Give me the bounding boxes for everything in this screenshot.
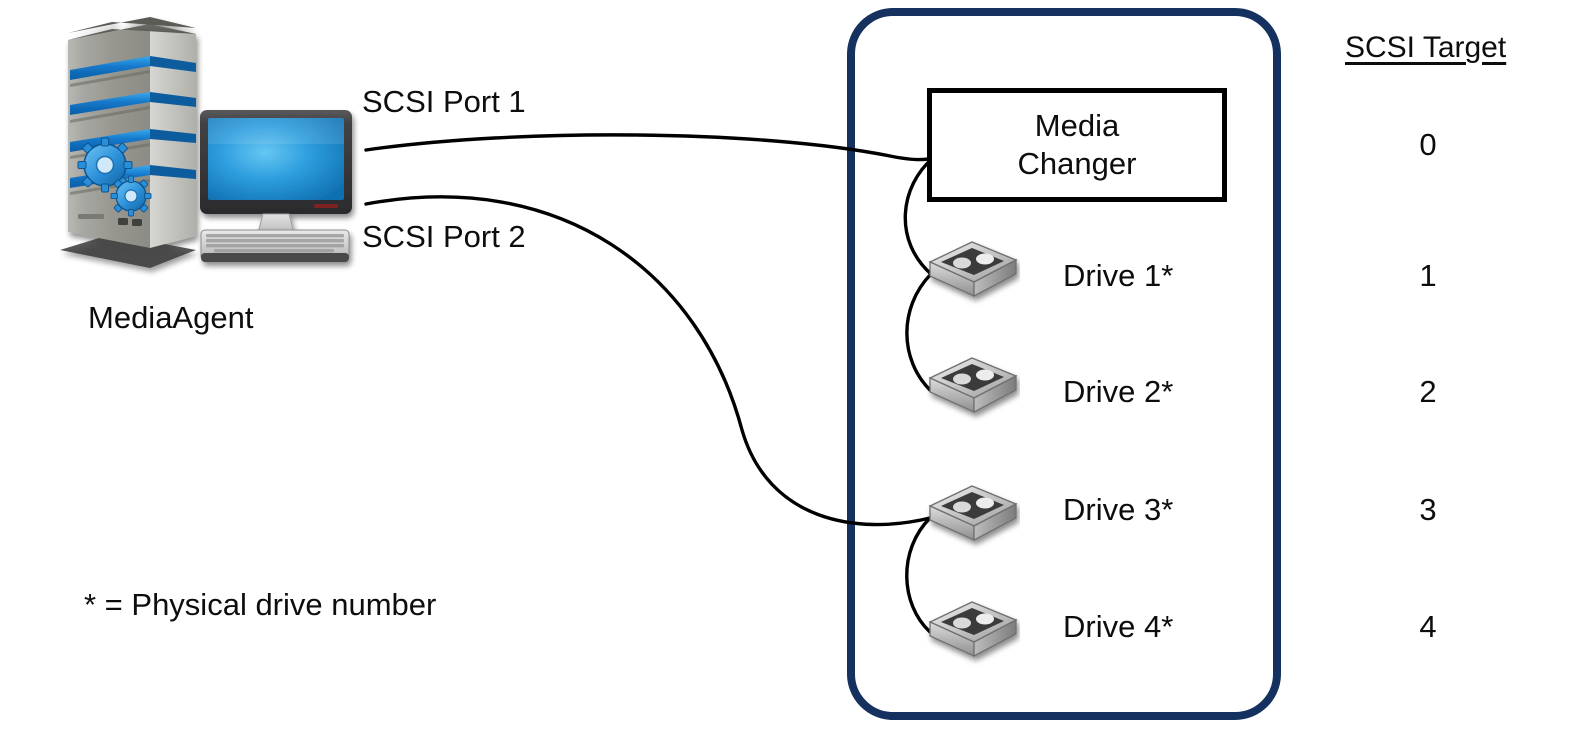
gear-icon-large (77, 137, 133, 193)
desktop-monitor-icon (200, 110, 352, 250)
scsi-target-value-4: 4 (1419, 609, 1437, 644)
scsi-target-value-1: 1 (1419, 258, 1437, 293)
scsi-port-2-label: SCSI Port 2 (362, 219, 526, 254)
media-changer-label-line2: Changer (1017, 146, 1137, 181)
scsi-target-value-3: 3 (1419, 492, 1437, 527)
server-tower-icon (60, 17, 196, 268)
mediaagent-label: MediaAgent (88, 300, 254, 335)
scsi-target-value-2: 2 (1419, 374, 1437, 409)
footnote-physical-drive-number: * = Physical drive number (84, 587, 437, 622)
media-changer-box[interactable]: Media Changer (927, 88, 1227, 202)
tape-drive-icon-drive2[interactable] (924, 354, 1020, 424)
gear-icon-small (110, 175, 152, 217)
drive-3-label: Drive 3* (1063, 492, 1174, 527)
scsi-port-1-label: SCSI Port 1 (362, 84, 526, 119)
tape-drive-icon-drive1[interactable] (924, 238, 1020, 308)
drive-4-label: Drive 4* (1063, 609, 1174, 644)
media-changer-label-line1: Media (1034, 108, 1120, 144)
scsi-target-column-header: SCSI Target (1345, 31, 1507, 64)
keyboard-icon (200, 229, 350, 262)
tape-drive-icon-drive3[interactable] (924, 482, 1020, 552)
drive-2-label: Drive 2* (1063, 374, 1174, 409)
scsi-target-value-0: 0 (1419, 127, 1437, 162)
drive-1-label: Drive 1* (1063, 258, 1174, 293)
tape-drive-icon-drive4[interactable] (924, 598, 1020, 668)
